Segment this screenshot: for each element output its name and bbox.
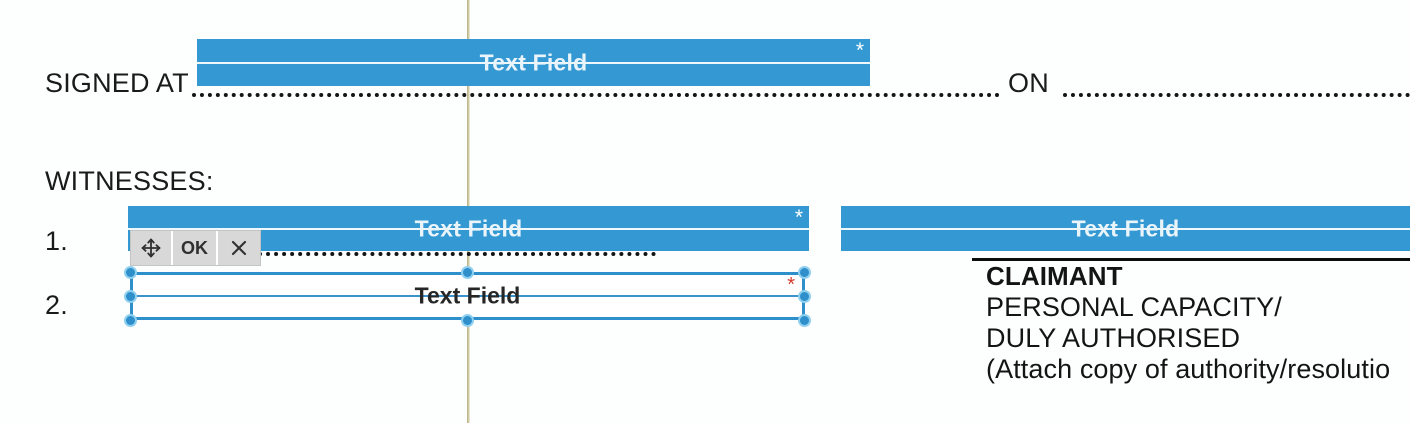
form-field-claimant-signature[interactable]: Text Field [841, 206, 1410, 251]
close-icon [229, 238, 249, 258]
resize-handle-bottom-right[interactable] [798, 314, 811, 327]
form-field-signed-at-place[interactable]: Text Field * [197, 39, 870, 86]
required-asterisk-icon: * [787, 274, 795, 296]
field-baseline-rule [841, 227, 1410, 230]
on-label: ON [1008, 68, 1049, 98]
claimant-signature-rule [972, 258, 1410, 261]
resize-handle-top-left[interactable] [124, 266, 137, 279]
field-baseline-rule [133, 295, 802, 297]
claimant-title: CLAIMANT [986, 261, 1123, 291]
witnesses-heading: WITNESSES: [45, 166, 214, 196]
signed-at-dotted-rule [192, 89, 1000, 97]
field-baseline-rule [197, 61, 870, 64]
resize-handle-middle-left[interactable] [124, 290, 137, 303]
resize-handle-bottom-center[interactable] [461, 314, 474, 327]
resize-handle-top-center[interactable] [461, 266, 474, 279]
field-edit-toolbar[interactable]: OK [130, 230, 261, 266]
form-field-witness-2-selected[interactable]: Text Field * [130, 272, 805, 320]
on-date-dotted-rule [1063, 89, 1410, 97]
claimant-attachment-note: (Attach copy of authority/resolutio [986, 354, 1391, 384]
witness-1-dotted-rule [258, 248, 656, 256]
field-baseline-rule [128, 227, 809, 230]
resize-handle-bottom-left[interactable] [124, 314, 137, 327]
required-asterisk-icon: * [855, 39, 864, 62]
ok-button[interactable]: OK [173, 231, 218, 265]
resize-handle-middle-right[interactable] [798, 290, 811, 303]
close-button[interactable] [218, 231, 260, 265]
claimant-text-block: CLAIMANT PERSONAL CAPACITY/ DULY AUTHORI… [986, 261, 1410, 385]
move-button[interactable] [131, 231, 173, 265]
resize-handle-top-right[interactable] [798, 266, 811, 279]
claimant-capacity-line-1: PERSONAL CAPACITY/ [986, 292, 1282, 322]
witness-1-number: 1. [45, 226, 68, 256]
move-arrows-icon [140, 237, 162, 259]
required-asterisk-icon: * [794, 206, 803, 229]
signed-at-label: SIGNED AT [45, 68, 189, 98]
claimant-capacity-line-2: DULY AUTHORISED [986, 323, 1241, 353]
witness-2-number: 2. [45, 290, 68, 320]
